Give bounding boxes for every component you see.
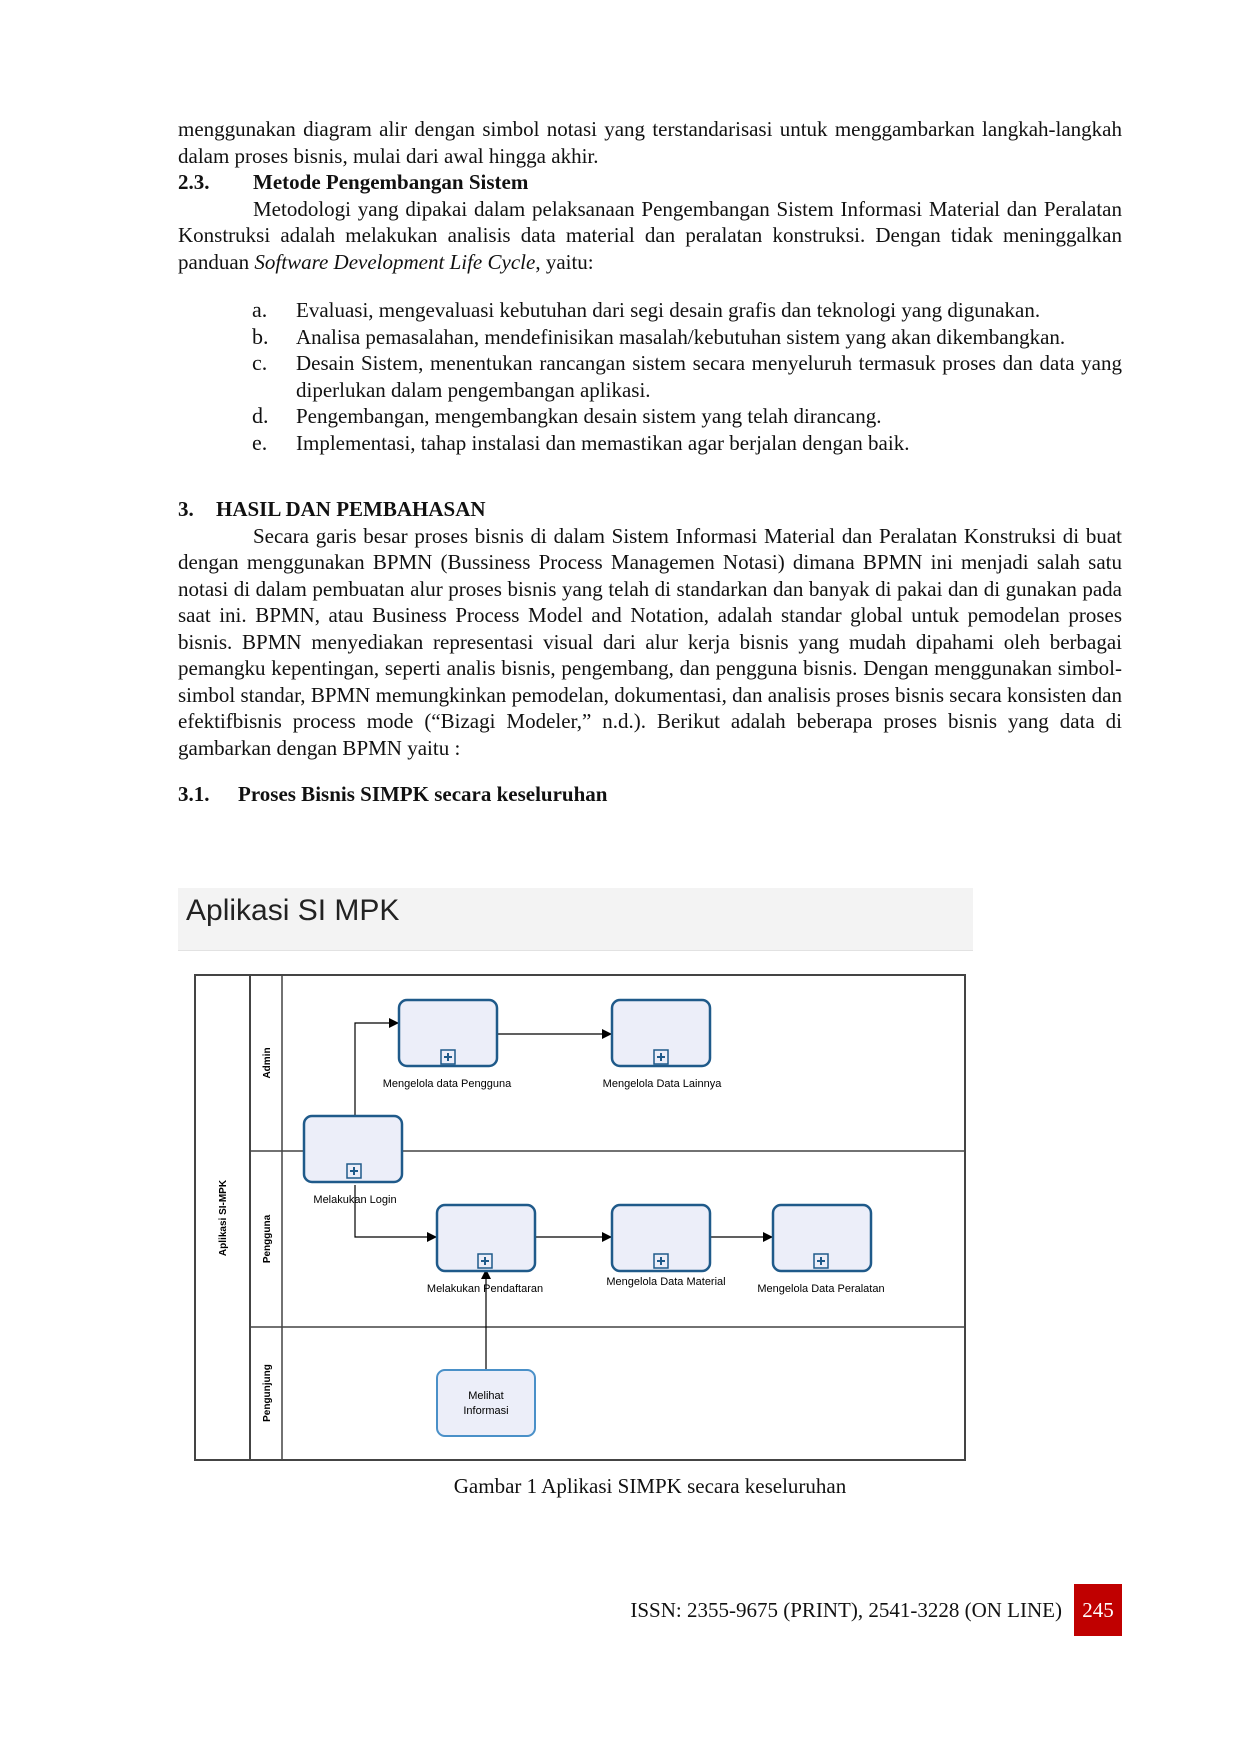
section-3-1-number: 3.1.	[178, 782, 210, 806]
task-label: Mengelola data Pengguna	[383, 1078, 512, 1090]
list-text: Pengembangan, mengembangkan desain siste…	[296, 404, 882, 428]
sdlc-para-before: Metodologi yang dipakai dalam pelaksanaa…	[178, 196, 1122, 274]
task-label: Mengelola Data Material	[606, 1276, 725, 1288]
sdlc-italic: Software Development Life Cycle	[254, 249, 536, 274]
section-3-paragraph: Secara garis besar proses bisnis di dala…	[178, 523, 1122, 760]
list-mark: b.	[252, 323, 269, 349]
section-3-title: HASIL DAN PEMBAHASAN	[216, 497, 486, 521]
section-3-1-title: Proses Bisnis SIMPK secara keseluruhan	[238, 782, 608, 806]
list-mark: d.	[252, 403, 269, 428]
list-text: Implementasi, tahap instalasi dan memast…	[296, 430, 910, 455]
page-number: 245	[1074, 1584, 1122, 1636]
figure-banner-title: Aplikasi SI MPK	[186, 894, 400, 927]
lane-label-admin: Admin	[262, 1047, 273, 1078]
list-text: Evaluasi, mengevaluasi kebutuhan dari se…	[296, 298, 1041, 322]
lane-label-pengunjung: Pengunjung	[262, 1364, 273, 1422]
intro-paragraph: menggunakan diagram alir dengan simbol n…	[178, 117, 1122, 168]
task-label: Melihat	[468, 1390, 503, 1402]
task-label: Melakukan Login	[313, 1194, 396, 1206]
list-item: c. Desain Sistem, menentukan rancangan si…	[178, 350, 1122, 403]
task-label: Informasi	[463, 1405, 508, 1417]
task-kelola-lainnya: Mengelola Data Lainnya	[603, 998, 723, 1090]
task-melihat-informasi: Melihat Informasi	[436, 1369, 536, 1437]
figure-caption: Gambar 1 Aplikasi SIMPK secara keseluruh…	[453, 1474, 847, 1498]
section-3-heading: 3. HASIL DAN PEMBAHASAN	[178, 496, 1122, 523]
sdlc-para-after: , yaitu:	[535, 249, 594, 274]
task-label: Melakukan Pendaftaran	[427, 1283, 543, 1295]
list-item: b. Analisa pemasalahan, mendefinisikan ma…	[178, 324, 1122, 351]
task-kelola-peralatan: Mengelola Data Peralatan	[757, 1203, 885, 1295]
list-text: Analisa pemasalahan, mendefinisikan masa…	[296, 324, 1066, 349]
list-mark: a.	[252, 297, 268, 322]
section-2-3-title: Metode Pengembangan Sistem	[253, 170, 529, 194]
section-3-number: 3.	[178, 497, 194, 521]
list-item: d. Pengembangan, mengembangkan desain sis…	[178, 403, 1122, 430]
list-mark: c.	[252, 350, 268, 375]
task-kelola-material: Mengelola Data Material	[606, 1203, 726, 1288]
task-pendaftaran: Melakukan Pendaftaran	[427, 1203, 543, 1295]
flow-login-to-pengguna	[354, 1018, 399, 1116]
section-3-1-heading: 3.1. Proses Bisnis SIMPK secara keseluruh…	[178, 781, 1122, 808]
flow-login-to-pendaftaran	[354, 1185, 437, 1242]
list-item: a. Evaluasi, mengevaluasi kebutuhan dari …	[178, 297, 1122, 324]
page-body: menggunakan diagram alir dengan simbol n…	[178, 0, 1122, 808]
section-2-3-paragraph: Metodologi yang dipakai dalam pelaksanaa…	[178, 196, 1122, 276]
method-list: a. Evaluasi, mengevaluasi kebutuhan dari …	[178, 297, 1122, 456]
issn-text: ISSN: 2355-9675 (PRINT), 2541-3228 (ON L…	[630, 1598, 1062, 1622]
pool-border	[194, 974, 966, 1461]
section-2-3-number: 2.3.	[178, 170, 210, 194]
list-text: Desain Sistem, menentukan rancangan sist…	[296, 351, 1122, 402]
figure-banner: Aplikasi SI MPK	[178, 888, 973, 951]
list-item: e. Implementasi, tahap instalasi dan mema…	[178, 430, 1122, 457]
task-label: Mengelola Data Lainnya	[603, 1078, 723, 1090]
pool-label: Aplikasi SI-MPK	[218, 1179, 229, 1256]
list-mark: e.	[252, 429, 268, 455]
section-2-3-heading: 2.3. Metode Pengembangan Sistem	[178, 169, 1122, 196]
task-label: Mengelola Data Peralatan	[757, 1283, 884, 1295]
task-kelola-pengguna: Mengelola data Pengguna	[383, 998, 512, 1090]
footer: ISSN: 2355-9675 (PRINT), 2541-3228 (ON L…	[178, 1584, 1122, 1636]
lane-label-pengguna: Pengguna	[262, 1214, 273, 1263]
task-login: Melakukan Login	[302, 1114, 404, 1206]
